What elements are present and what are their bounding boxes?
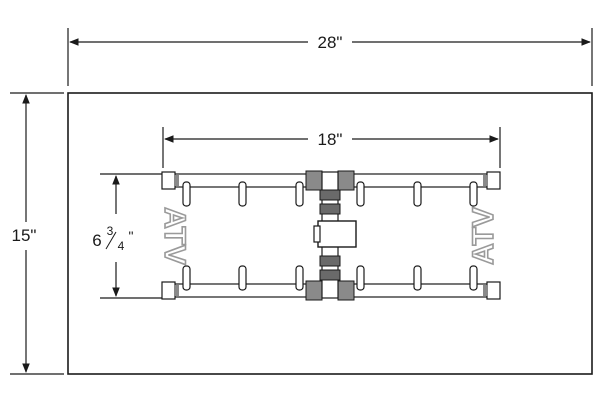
- burner-port: [238, 181, 247, 207]
- tee-fitting: [305, 170, 355, 301]
- burner-port: [356, 181, 365, 207]
- atv-logo-right: ATV: [466, 206, 501, 265]
- atv-logo-text: ATV: [158, 207, 191, 265]
- burner-port: [238, 265, 247, 291]
- burner-assembly: [161, 170, 501, 301]
- atv-logo-text: ATV: [467, 207, 500, 265]
- burner-port: [182, 181, 191, 207]
- burner-port: [413, 265, 422, 291]
- overall-width-label: 28": [318, 33, 343, 52]
- burner-port: [182, 265, 191, 291]
- end-cap: [161, 171, 501, 300]
- overall-height-label: 15": [12, 226, 37, 245]
- burner-depth-label: 6 3 4 ": [92, 224, 133, 253]
- burner-port: [413, 181, 422, 207]
- depth-numerator: 3: [107, 224, 114, 238]
- overall-width-dimension: 28": [67, 28, 593, 86]
- center-manifold: [313, 171, 357, 299]
- gas-inlet-fitting: [317, 220, 357, 248]
- burner-width-dimension: 18": [162, 127, 501, 168]
- burner-port: [469, 265, 478, 291]
- burner-depth-dimension: 6 3 4 ": [92, 173, 162, 299]
- burner-port: [356, 265, 365, 291]
- depth-denominator: 4: [118, 239, 125, 253]
- depth-unit: ": [129, 228, 134, 244]
- burner-width-label: 18": [318, 130, 343, 149]
- burner-port: [469, 181, 478, 207]
- atv-logo-left: ATV: [157, 206, 192, 265]
- depth-whole: 6: [92, 231, 101, 250]
- pan-outline: [67, 92, 593, 375]
- overall-height-dimension: 15": [10, 92, 64, 375]
- burner-port: [295, 181, 304, 207]
- burner-ports: [182, 181, 478, 291]
- burner-port: [295, 265, 304, 291]
